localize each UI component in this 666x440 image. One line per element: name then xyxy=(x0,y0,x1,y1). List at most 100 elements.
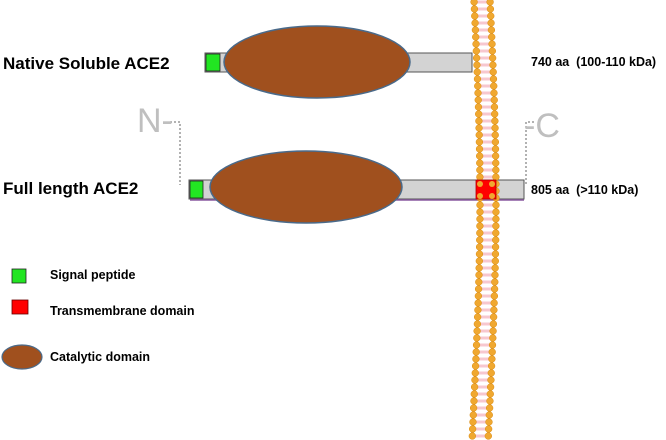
legend-signal-peptide-label: Signal peptide xyxy=(50,268,135,282)
lipid-head xyxy=(492,215,500,223)
lipid-head xyxy=(476,173,484,181)
lipid-head xyxy=(491,145,500,153)
lipid-head xyxy=(476,208,484,216)
legend: Signal peptide Transmembrane domain Cata… xyxy=(1,268,195,370)
lipid-head xyxy=(472,47,480,55)
lipid-head xyxy=(474,89,482,97)
lipid-head xyxy=(491,278,499,286)
lipid-head xyxy=(486,390,494,398)
lipid-head xyxy=(474,82,482,90)
tm-lipid-head xyxy=(489,181,495,187)
lipid-head xyxy=(489,334,497,342)
transmembrane-domain xyxy=(475,179,497,200)
lipid-head xyxy=(492,208,500,216)
lipid-head xyxy=(475,110,483,118)
lipid-head xyxy=(472,341,481,349)
lipid-head xyxy=(486,383,495,391)
lipid-head xyxy=(476,229,484,237)
lipid-head xyxy=(491,152,500,160)
lipid-head xyxy=(486,5,495,13)
c-terminus-leader xyxy=(525,121,534,185)
lipid-head xyxy=(489,68,497,76)
lipid-head xyxy=(469,418,477,426)
cell-membrane xyxy=(468,0,500,440)
c-terminus-label: -C xyxy=(524,107,560,145)
lipid-head xyxy=(490,89,498,97)
lipid-head xyxy=(491,110,499,118)
lipid-head xyxy=(488,47,496,55)
lipid-head xyxy=(475,243,484,251)
lipid-head xyxy=(471,362,480,370)
lipid-head xyxy=(487,26,496,34)
native-soluble-ace2-label: Native Soluble ACE2 xyxy=(3,54,170,73)
lipid-head xyxy=(490,306,498,314)
lipid-head xyxy=(489,320,498,328)
lipid-head xyxy=(488,54,497,62)
legend-transmembrane-label: Transmembrane domain xyxy=(50,304,195,318)
lipid-head xyxy=(488,341,497,349)
lipid-head xyxy=(475,250,484,258)
lipid-head xyxy=(476,222,484,230)
lipid-head xyxy=(485,418,493,426)
full-length-ace2-label: Full length ACE2 xyxy=(3,179,138,198)
lipid-head xyxy=(475,145,484,153)
native-catalytic-domain xyxy=(223,25,411,99)
lipid-head xyxy=(475,278,483,286)
lipid-head xyxy=(488,348,496,356)
lipid-head xyxy=(475,257,483,265)
tm-lipid-head xyxy=(477,193,483,199)
lipid-head xyxy=(491,243,500,251)
lipid-head xyxy=(471,12,479,20)
lipid-head xyxy=(490,285,499,293)
lipid-head xyxy=(490,292,499,300)
lipid-head xyxy=(472,40,480,48)
lipid-head xyxy=(474,299,482,307)
lipid-head xyxy=(470,0,478,6)
lipid-head xyxy=(475,138,484,146)
lipid-head xyxy=(470,390,478,398)
lipid-head xyxy=(473,75,482,83)
lipid-head xyxy=(470,5,479,13)
lipid-head xyxy=(476,166,484,174)
lipid-head xyxy=(489,61,497,69)
lipid-head xyxy=(472,348,480,356)
full-catalytic-domain xyxy=(209,150,403,224)
lipid-head xyxy=(469,404,478,412)
lipid-head xyxy=(472,33,480,41)
lipid-head xyxy=(487,12,495,20)
lipid-head xyxy=(473,313,482,321)
legend-signal-peptide-swatch xyxy=(11,268,27,284)
lipid-head xyxy=(486,397,494,405)
lipid-head xyxy=(473,61,481,69)
lipid-head xyxy=(471,369,479,377)
lipid-head xyxy=(489,75,498,83)
lipid-head xyxy=(490,299,498,307)
lipid-head xyxy=(471,26,480,34)
lipid-head xyxy=(484,425,493,433)
legend-catalytic-label: Catalytic domain xyxy=(50,350,150,364)
lipid-head xyxy=(491,117,499,125)
native-soluble-ace2 xyxy=(204,25,473,99)
full-length-ace2 xyxy=(188,150,525,224)
lipid-head xyxy=(469,411,477,419)
lipid-head xyxy=(471,376,479,384)
lipid-head xyxy=(490,82,498,90)
lipid-head xyxy=(484,432,492,440)
native-signal-peptide xyxy=(205,53,221,72)
lipid-head xyxy=(476,201,484,209)
lipid-head xyxy=(474,292,483,300)
lipid-head xyxy=(476,159,484,167)
lipid-head xyxy=(485,404,494,412)
lipid-head xyxy=(487,19,495,27)
native-soluble-size: 740 aa (100-110 kDa) xyxy=(531,55,656,69)
lipid-head xyxy=(475,131,483,139)
lipid-head xyxy=(486,0,494,6)
lipid-head xyxy=(474,103,483,111)
lipid-head xyxy=(492,229,500,237)
lipid-head xyxy=(491,138,500,146)
lipid-head xyxy=(475,264,483,272)
lipid-head xyxy=(474,285,483,293)
lipid-head xyxy=(491,131,499,139)
lipid-head xyxy=(491,264,499,272)
lipid-head xyxy=(474,96,482,104)
